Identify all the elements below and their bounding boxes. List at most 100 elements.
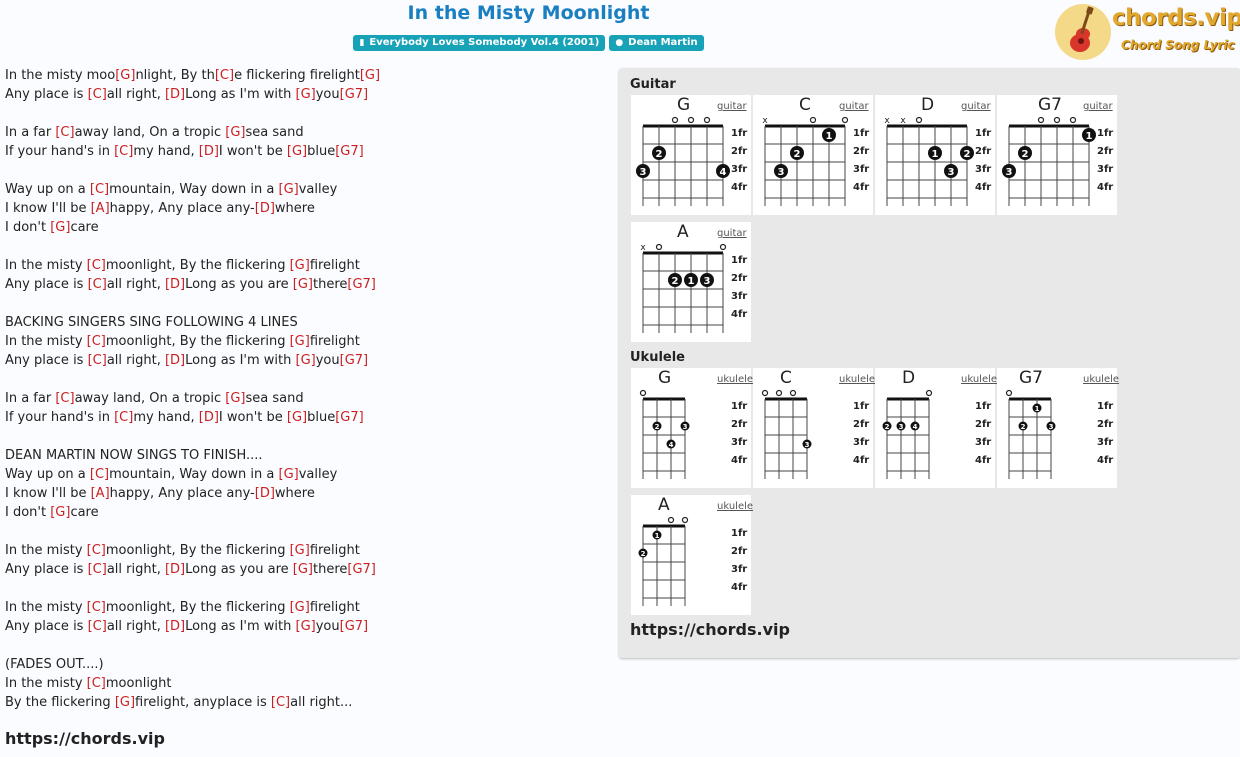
panel-site-link[interactable]: https://chords.vip: [630, 620, 790, 639]
lyric-text: Any place is: [5, 619, 88, 634]
instrument-tag[interactable]: ukulele: [717, 374, 754, 385]
chord-link[interactable]: [G]: [278, 182, 299, 197]
chord-link[interactable]: [G]: [295, 87, 316, 102]
chord-link[interactable]: [D]: [198, 144, 219, 159]
album-badge[interactable]: ▮ Everybody Loves Somebody Vol.4 (2001): [353, 35, 606, 51]
chord-link[interactable]: [D]: [254, 486, 275, 501]
finger-number: 3: [948, 167, 955, 178]
lyric-text: all right,: [106, 87, 165, 102]
instrument-tag[interactable]: guitar: [839, 101, 869, 112]
chord-link[interactable]: [C]: [55, 125, 75, 140]
chord-link[interactable]: [A]: [90, 486, 110, 501]
chord-link[interactable]: [C]: [87, 277, 107, 292]
chord-link[interactable]: [G7]: [335, 410, 364, 425]
chord-link[interactable]: [C]: [214, 68, 235, 83]
chord-link[interactable]: [G]: [115, 68, 136, 83]
guitar-icon: [1055, 4, 1111, 60]
logo-name[interactable]: chords.vip: [1112, 5, 1240, 31]
chord-link[interactable]: [C]: [87, 562, 107, 577]
chord-link[interactable]: [G]: [225, 125, 246, 140]
chord-link[interactable]: [D]: [164, 353, 186, 368]
chord-link[interactable]: [G]: [50, 220, 71, 235]
chord-link[interactable]: [C]: [86, 543, 106, 558]
chord-link[interactable]: [D]: [198, 410, 219, 425]
chord-link[interactable]: [C]: [86, 676, 106, 691]
lyric-line: I don't [G]care: [5, 218, 605, 237]
finger-number: 2: [794, 149, 801, 160]
chord-link[interactable]: [G]: [286, 144, 308, 159]
instrument-tag[interactable]: guitar: [961, 101, 991, 112]
footer-site-link[interactable]: https://chords.vip: [5, 729, 165, 748]
artist-badge[interactable]: ● Dean Martin: [609, 35, 704, 51]
chord-link[interactable]: [C]: [114, 144, 134, 159]
chord-link[interactable]: [D]: [254, 201, 275, 216]
chord-link[interactable]: [G7]: [339, 619, 369, 634]
chord-link[interactable]: [D]: [164, 562, 186, 577]
instrument-tag[interactable]: guitar: [1083, 101, 1113, 112]
chord-link[interactable]: [G]: [225, 391, 246, 406]
chord-link[interactable]: [D]: [164, 87, 186, 102]
finger-dot: [680, 421, 690, 431]
chord-link[interactable]: [C]: [87, 353, 107, 368]
lyric-line: I know I'll be [A]happy, Any place any-[…: [5, 199, 605, 218]
chord-link[interactable]: [G]: [292, 277, 313, 292]
chord-link[interactable]: [C]: [114, 410, 134, 425]
chord-link[interactable]: [C]: [87, 619, 107, 634]
site-logo[interactable]: [1053, 2, 1233, 62]
chord-link[interactable]: [G]: [114, 695, 136, 710]
chord-link[interactable]: [C]: [89, 467, 110, 482]
lyric-line: BACKING SINGERS SING FOLLOWING 4 LINES: [5, 313, 605, 332]
lyric-text: my hand,: [133, 410, 199, 425]
chord-link[interactable]: [C]: [55, 391, 75, 406]
chord-link[interactable]: [D]: [164, 277, 186, 292]
instrument-tag[interactable]: ukulele: [961, 374, 998, 385]
chord-link[interactable]: [C]: [87, 87, 107, 102]
instrument-tag[interactable]: ukulele: [717, 501, 754, 512]
lyric-text: firelight: [309, 543, 360, 558]
open-string-marker: [809, 116, 817, 124]
finger-dot: [1046, 421, 1056, 431]
lyric-line: In the misty [C]moonlight, By the flicke…: [5, 256, 605, 275]
chord-link[interactable]: [D]: [164, 619, 186, 634]
chord-link[interactable]: [C]: [86, 258, 106, 273]
chord-link[interactable]: [G]: [278, 467, 299, 482]
instrument-tag[interactable]: guitar: [717, 228, 747, 239]
chord-link[interactable]: [G7]: [339, 353, 369, 368]
chord-link[interactable]: [G]: [295, 619, 316, 634]
chord-link[interactable]: [G7]: [335, 144, 364, 159]
lyric-text: Any place is: [5, 87, 88, 102]
chord-link[interactable]: [G7]: [347, 277, 376, 292]
chord-link[interactable]: [G]: [289, 334, 310, 349]
chord-link[interactable]: [G]: [292, 562, 313, 577]
chord-link[interactable]: [G]: [359, 68, 381, 83]
chord-link[interactable]: [G]: [289, 543, 310, 558]
finger-number: 3: [899, 423, 904, 431]
instrument-tag[interactable]: ukulele: [1083, 374, 1120, 385]
chord-link[interactable]: [C]: [89, 182, 110, 197]
chord-link[interactable]: [G]: [289, 258, 310, 273]
chord-link[interactable]: [G]: [289, 600, 310, 615]
chord-link[interactable]: [C]: [86, 334, 106, 349]
chord-link[interactable]: [G]: [286, 410, 308, 425]
instrument-tag[interactable]: ukulele: [839, 374, 876, 385]
chord-link[interactable]: [G]: [295, 353, 316, 368]
chord-link[interactable]: [C]: [270, 695, 291, 710]
chord-link[interactable]: [G7]: [347, 562, 376, 577]
chord-link[interactable]: [A]: [90, 201, 110, 216]
instrument-tag[interactable]: guitar: [717, 101, 747, 112]
chord-link[interactable]: [G]: [50, 505, 71, 520]
finger-dot: [652, 530, 662, 540]
finger-dot: [774, 164, 788, 178]
chord-link[interactable]: [G7]: [339, 87, 369, 102]
chord-link[interactable]: [C]: [86, 600, 106, 615]
